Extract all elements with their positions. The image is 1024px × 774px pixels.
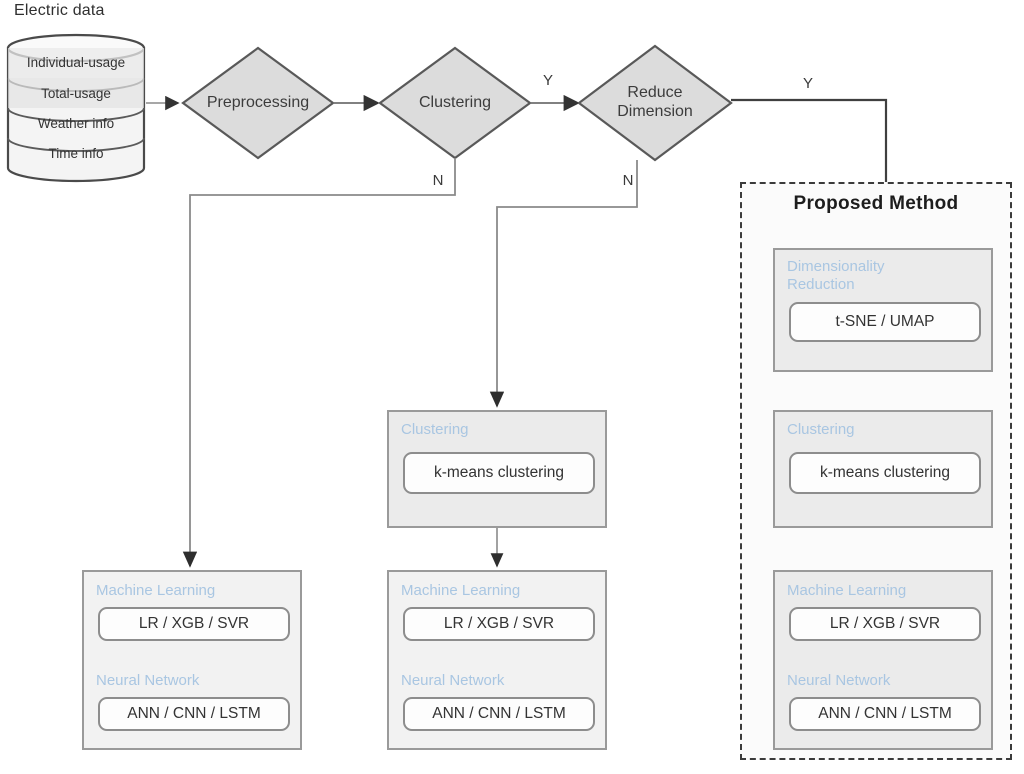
- middle-nn-header: Neural Network: [401, 672, 505, 689]
- proposed-dimred-group: Dimensionality Reduction t-SNE / UMAP: [773, 248, 993, 372]
- left-ml-methods[interactable]: LR / XGB / SVR: [98, 607, 290, 641]
- clustering-label: Clustering: [418, 94, 492, 111]
- left-nn-header: Neural Network: [96, 672, 200, 689]
- proposed-clustering-group: Clustering k-means clustering: [773, 410, 993, 528]
- proposed-clustering-header: Clustering: [787, 421, 855, 438]
- proposed-ml-header: Machine Learning: [787, 582, 907, 599]
- datastore-layer-label: Individual-usage: [26, 55, 126, 70]
- middle-clustering-method[interactable]: k-means clustering: [403, 452, 595, 494]
- proposed-model-group: Machine Learning LR / XGB / SVR Neural N…: [773, 570, 993, 750]
- middle-ml-header: Machine Learning: [401, 582, 521, 599]
- edge-label-clustering-no: N: [432, 172, 444, 189]
- datastore-layer-label: Weather info: [37, 116, 115, 131]
- edge-label-clustering-yes: Y: [542, 72, 553, 89]
- left-ml-header: Machine Learning: [96, 582, 216, 599]
- edge-label-reduce-no: N: [622, 172, 634, 189]
- proposed-clustering-method[interactable]: k-means clustering: [789, 452, 981, 494]
- datastore-layer-label: Total-usage: [41, 86, 111, 101]
- left-nn-methods[interactable]: ANN / CNN / LSTM: [98, 697, 290, 731]
- middle-model-group: Machine Learning LR / XGB / SVR Neural N…: [387, 570, 607, 750]
- middle-nn-methods[interactable]: ANN / CNN / LSTM: [403, 697, 595, 731]
- reduce-dimension-label: Reduce Dimension: [617, 84, 693, 120]
- proposed-ml-methods[interactable]: LR / XGB / SVR: [789, 607, 981, 641]
- proposed-dimred-header: Dimensionality Reduction: [787, 258, 885, 293]
- left-model-group: Machine Learning LR / XGB / SVR Neural N…: [82, 570, 302, 750]
- edge-reduce-dimension-no: [489, 160, 638, 408]
- middle-ml-methods[interactable]: LR / XGB / SVR: [403, 607, 595, 641]
- proposed-nn-methods[interactable]: ANN / CNN / LSTM: [789, 697, 981, 731]
- proposed-nn-header: Neural Network: [787, 672, 891, 689]
- datastore-layer-label: Time info: [48, 146, 104, 161]
- middle-clustering-header: Clustering: [401, 421, 469, 438]
- middle-clustering-group: Clustering k-means clustering: [387, 410, 607, 528]
- proposed-method-title: Proposed Method: [793, 193, 959, 214]
- edge-label-reduce-yes: Y: [802, 75, 813, 92]
- proposed-dimred-method[interactable]: t-SNE / UMAP: [789, 302, 981, 342]
- preprocessing-label: Preprocessing: [206, 94, 310, 111]
- electric-data-store: Individual-usage Total-usage Weather inf…: [6, 28, 146, 180]
- page-title: Electric data: [14, 2, 105, 19]
